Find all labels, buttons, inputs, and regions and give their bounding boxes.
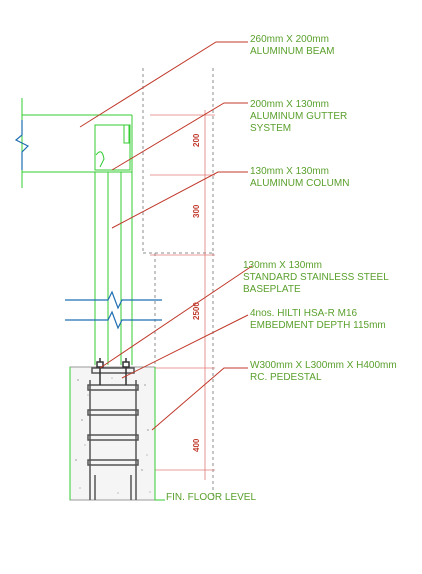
annotation-line: SYSTEM (250, 123, 291, 134)
dimension-label: 300 (192, 204, 201, 218)
baseplate (91, 367, 135, 374)
annotation-column: 130mm X 130mm ALUMINUM COLUMN (250, 166, 349, 189)
annotation-line: 130mm X 130mm (250, 166, 329, 177)
dimension-line (150, 110, 215, 480)
floor-level-label: FIN. FLOOR LEVEL (166, 492, 256, 503)
dimension-label: 200 (192, 133, 201, 147)
annotation-line: EMBEDMENT DEPTH 115mm (250, 320, 386, 331)
annotation-line: ALUMINUM COLUMN (250, 178, 349, 189)
aluminum-column (94, 172, 133, 365)
annotation-line: BASEPLATE (243, 284, 301, 295)
annotation-beam: 260mm X 200mm ALUMINUM BEAM (250, 34, 334, 57)
leader-lines (79, 41, 253, 431)
beam-break-symbol (14, 120, 30, 170)
annotation-line: STANDARD STAINLESS STEEL (243, 272, 389, 283)
dimension-label: 2500 (192, 302, 201, 320)
annotation-pedestal: W300mm X L300mm X H400mm RC. PEDESTAL (250, 360, 397, 383)
annotation-line: 4nos. HILTI HSA-R M16 (250, 308, 358, 319)
annotation-line: ALUMINUM GUTTER (250, 111, 347, 122)
column-break-symbol (65, 290, 162, 330)
dimension-label: 400 (192, 438, 201, 452)
annotation-gutter: 200mm X 130mm ALUMINUM GUTTER SYSTEM (250, 99, 347, 134)
annotation-line: ALUMINUM BEAM (250, 46, 334, 57)
rc-pedestal (69, 366, 156, 501)
annotation-line: 200mm X 130mm (250, 99, 329, 110)
annotation-line: 130mm X 130mm (243, 260, 322, 271)
annotation-line: W300mm X L300mm X H400mm (250, 360, 397, 371)
anchor-bolts (96, 358, 130, 385)
aluminum-beam (21, 98, 133, 188)
annotation-line: RC. PEDESTAL (250, 372, 322, 383)
rebar-cage (87, 380, 139, 500)
dimension-labels: 200 300 2500 400 (192, 133, 201, 452)
annotation-baseplate: 130mm X 130mm STANDARD STAINLESS STEEL B… (243, 260, 389, 295)
annotation-anchors: 4nos. HILTI HSA-R M16 EMBEDMENT DEPTH 11… (250, 308, 386, 331)
annotation-line: 260mm X 200mm (250, 34, 329, 45)
aluminum-gutter (94, 124, 131, 171)
